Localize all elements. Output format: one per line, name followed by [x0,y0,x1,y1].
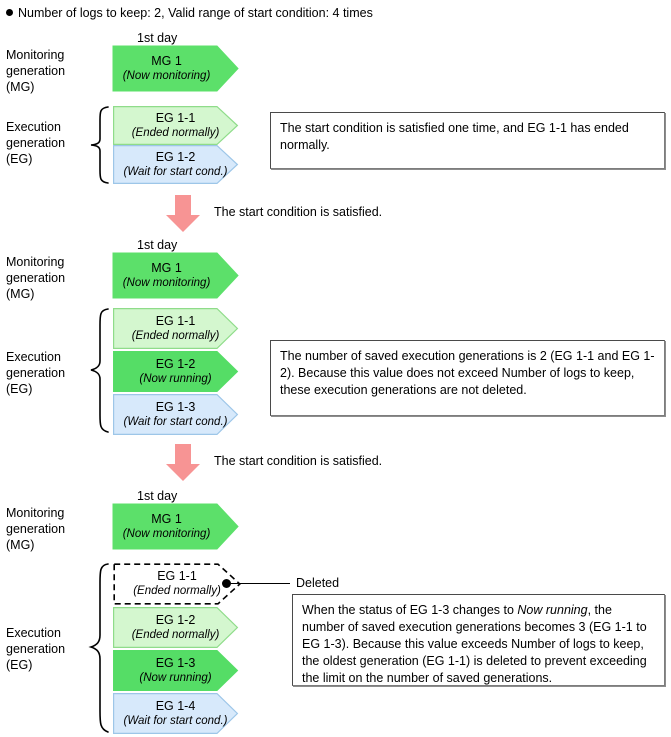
header-note: Number of logs to keep: 2, Valid range o… [6,6,373,20]
deleted-callout-line [231,583,290,584]
row-label-execution-3-line1: Execution [6,626,61,640]
generation-block-mg1-stage2: MG 1 (Now monitoring) [112,252,239,299]
header-note-text: Number of logs to keep: 2, Valid range o… [18,6,373,20]
row-label-monitoring-3-line2: generation [6,522,66,536]
generation-block-eg14-stage3: EG 1-4 (Wait for start cond.) [113,693,239,735]
generation-block-eg12-stage2: EG 1-2 (Now running) [113,351,239,393]
transition-arrow-1 [165,195,201,236]
transition-label-1: The start condition is satisfied. [214,205,383,219]
row-label-execution-3-line3: (EG) [6,658,33,672]
row-label-monitoring-2-line3: (MG) [6,287,35,301]
day-caption-1: 1st day [137,31,178,45]
brace-execution-1 [88,106,110,187]
row-label-monitoring-2: Monitoring generation (MG) [6,254,65,302]
row-label-monitoring-2-line2: generation [6,271,66,285]
generation-block-mg1-stage3: MG 1 (Now monitoring) [112,503,239,550]
bullet-icon [6,9,13,16]
generation-block-eg12-stage3: EG 1-2 (Ended normally) [113,607,239,649]
row-label-monitoring-1: Monitoring generation (MG) [6,47,65,95]
row-label-execution-2: Execution generation (EG) [6,349,65,397]
row-label-monitoring-1-line2: generation [6,64,66,78]
generation-block-eg13-stage2: EG 1-3 (Wait for start cond.) [113,394,239,436]
transition-arrow-2 [165,444,201,485]
deleted-callout-dot [222,579,231,588]
row-label-execution-1: Execution generation (EG) [6,119,65,167]
row-label-execution-1-line3: (EG) [6,152,33,166]
row-label-execution-2-line3: (EG) [6,382,33,396]
generation-block-eg11-stage1: EG 1-1 (Ended normally) [113,106,239,146]
generation-block-eg13-stage3: EG 1-3 (Now running) [113,650,239,692]
row-label-monitoring-3-line1: Monitoring [6,506,65,520]
generation-block-eg12-stage1: EG 1-2 (Wait for start cond.) [113,145,239,185]
row-label-execution-1-line1: Execution [6,120,61,134]
plain-text: When the status of EG 1-3 changes to [302,603,518,617]
row-label-monitoring-1-line3: (MG) [6,80,35,94]
generation-block-eg11-stage2: EG 1-1 (Ended normally) [113,308,239,350]
plain-text: , the number of saved execution generati… [302,603,647,685]
description-box-stage1: The start condition is satisfied one tim… [270,112,665,169]
row-label-monitoring-3: Monitoring generation (MG) [6,505,65,553]
generation-block-mg1-stage1: MG 1 (Now monitoring) [112,45,239,92]
deleted-callout-label: Deleted [296,576,340,590]
brace-execution-2 [88,308,110,436]
emphasised-text: Now running [517,603,588,617]
row-label-execution-2-line2: generation [6,366,66,380]
day-caption-2: 1st day [137,238,178,252]
row-label-monitoring-3-line3: (MG) [6,538,35,552]
description-box-stage3: When the status of EG 1-3 changes to Now… [292,594,665,686]
brace-execution-3 [88,563,110,736]
description-box-stage2: The number of saved execution generation… [270,340,665,416]
day-caption-3: 1st day [137,489,178,503]
row-label-execution-3: Execution generation (EG) [6,625,65,673]
row-label-execution-3-line2: generation [6,642,66,656]
row-label-monitoring-2-line1: Monitoring [6,255,65,269]
row-label-monitoring-1-line1: Monitoring [6,48,65,62]
row-label-execution-1-line2: generation [6,136,66,150]
row-label-execution-2-line1: Execution [6,350,61,364]
transition-label-2: The start condition is satisfied. [214,454,383,468]
